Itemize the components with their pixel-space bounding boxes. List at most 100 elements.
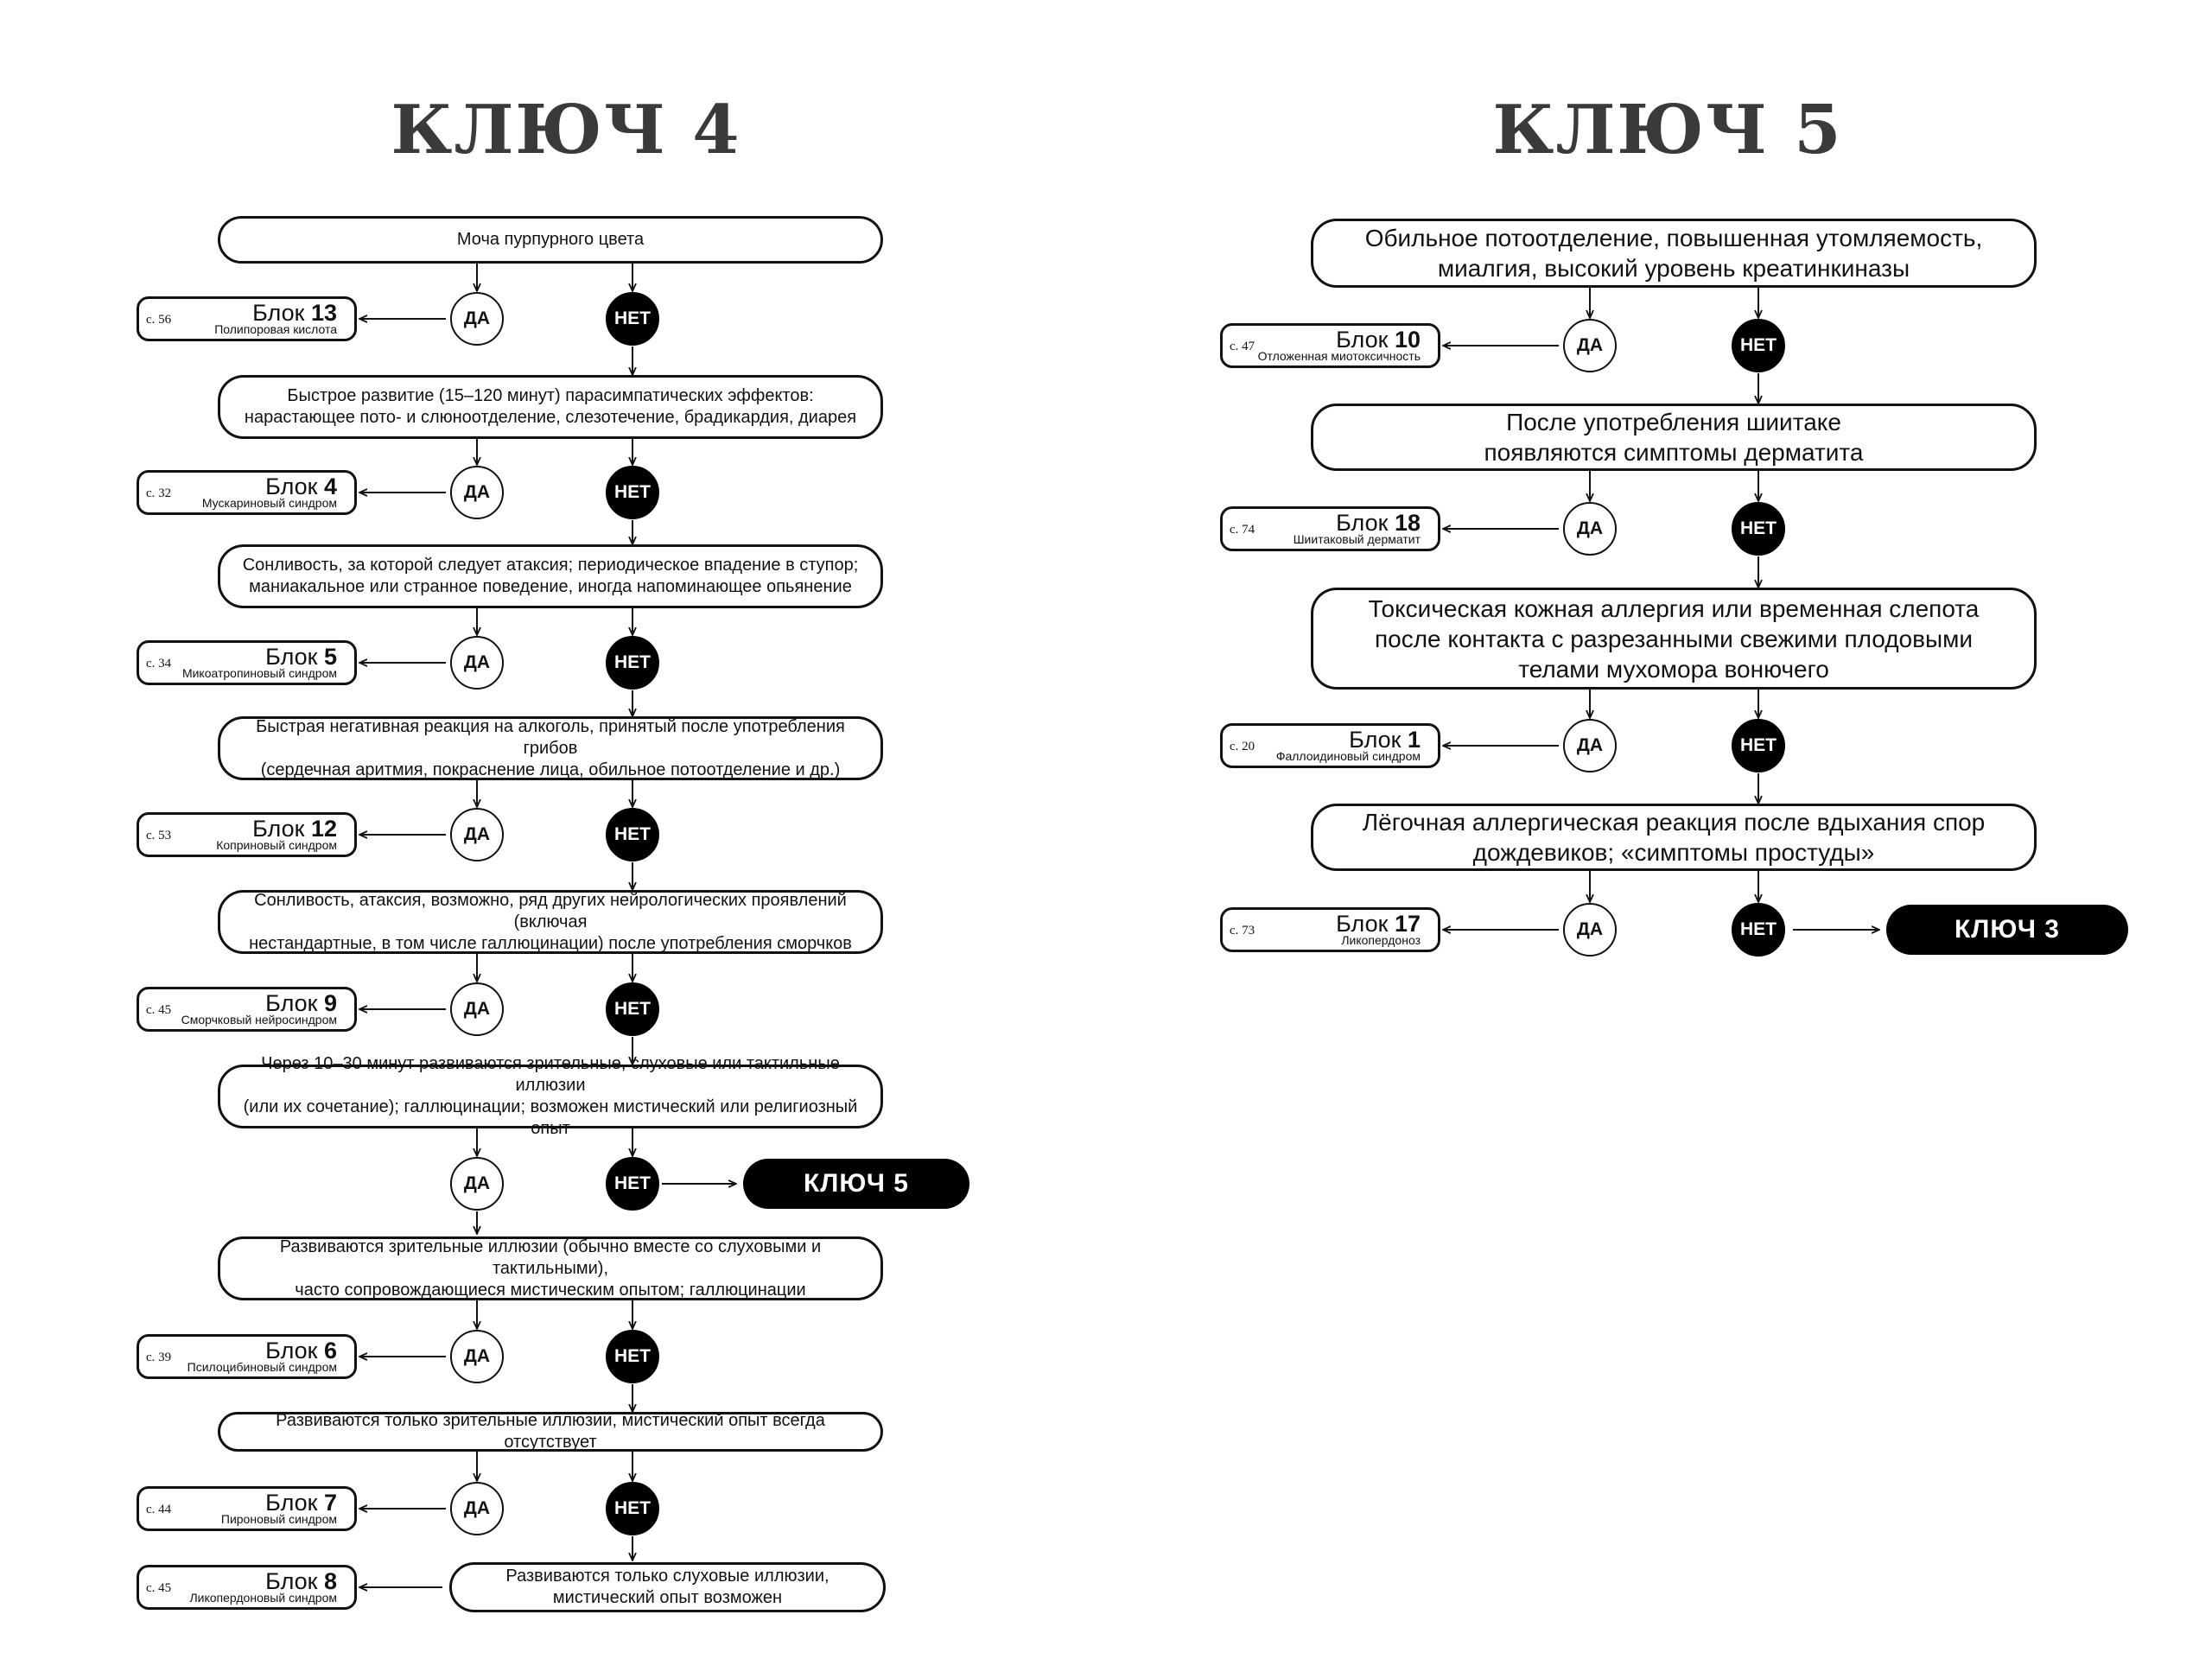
block-label: Блок: [265, 644, 324, 670]
block-title: Блок 8: [265, 1568, 337, 1595]
block-number: 10: [1394, 327, 1421, 353]
block-title: Блок 18: [1336, 510, 1421, 537]
block-number: 13: [310, 300, 337, 326]
block-label: Блок: [265, 474, 324, 499]
block-label: Блок: [1336, 911, 1395, 937]
page-ref: с. 45: [146, 1003, 172, 1017]
block-number: 5: [323, 644, 337, 670]
yes-circle: ДА: [450, 636, 504, 690]
block-syndrome: Шиитаковый дерматит: [1293, 532, 1421, 546]
block-title: Блок 1: [1349, 727, 1421, 753]
page-ref: с. 45: [146, 1581, 172, 1595]
no-circle: НЕТ: [1732, 319, 1785, 372]
block-title: Блок 9: [265, 990, 337, 1017]
block-syndrome: Полипоровая кислота: [214, 322, 337, 336]
question-box: Сонливость, атаксия, возможно, ряд други…: [218, 890, 883, 954]
yes-circle: ДА: [1563, 719, 1617, 772]
block-syndrome: Микоатропиновый синдром: [181, 666, 337, 680]
goto-key-button[interactable]: КЛЮЧ 3: [1886, 905, 2128, 955]
question-text: Через 10–30 минут развиваются зрительные…: [243, 1054, 858, 1138]
question-text: Развиваются зрительные иллюзии (обычно в…: [279, 1236, 822, 1300]
question-box: Через 10–30 минут развиваются зрительные…: [218, 1054, 883, 1138]
question-box: Развиваются только слуховые иллюзии, мис…: [449, 1562, 886, 1612]
no-circle: НЕТ: [606, 1482, 659, 1535]
block-label: Блок: [265, 1490, 324, 1516]
page-ref: с. 20: [1230, 740, 1255, 753]
page-ref: с. 32: [146, 486, 172, 500]
yes-circle: ДА: [1563, 319, 1617, 372]
no-circle: НЕТ: [606, 1330, 659, 1383]
question-box: Развиваются только зрительные иллюзии, м…: [218, 1411, 883, 1452]
yes-circle: ДА: [1563, 502, 1617, 556]
block-syndrome: Отложенная миотоксичность: [1257, 349, 1421, 363]
page-ref: с. 56: [146, 313, 172, 327]
question-text: Токсическая кожная аллергия или временна…: [1368, 594, 1980, 683]
question-text: После употребления шиитаке появляются си…: [1484, 409, 1864, 466]
question-text: Лёгочная аллергическая реакция после вды…: [1362, 809, 1986, 866]
block-number: 17: [1394, 911, 1421, 937]
yes-circle: ДА: [1563, 903, 1617, 957]
no-circle: НЕТ: [606, 982, 659, 1036]
block-number: 4: [323, 474, 337, 499]
question-box: После употребления шиитаке появляются си…: [1311, 404, 2037, 471]
page-ref: с. 74: [1230, 523, 1255, 537]
block-syndrome: Мускариновый синдром: [201, 496, 337, 510]
no-circle: НЕТ: [606, 636, 659, 690]
block-number: 8: [323, 1568, 337, 1594]
block-title: Блок 6: [265, 1338, 337, 1364]
question-box: Токсическая кожная аллергия или временна…: [1311, 588, 2037, 690]
question-box: Лёгочная аллергическая реакция после вды…: [1311, 804, 2037, 871]
block-syndrome: Коприновый синдром: [216, 838, 337, 852]
no-circle: НЕТ: [606, 1157, 659, 1211]
no-circle: НЕТ: [1732, 903, 1785, 957]
block-title: Блок 7: [265, 1490, 337, 1516]
no-circle: НЕТ: [606, 808, 659, 861]
no-circle: НЕТ: [1732, 502, 1785, 556]
page-ref: с. 39: [146, 1351, 172, 1364]
block-number: 12: [310, 816, 337, 842]
key4-title: КЛЮЧ 4: [391, 91, 741, 169]
block-syndrome: Фаллоидиновый синдром: [1275, 749, 1421, 763]
block-number: 6: [323, 1338, 337, 1363]
yes-circle: ДА: [450, 466, 504, 519]
key5-title: КЛЮЧ 5: [1492, 91, 1843, 169]
block-label: Блок: [265, 1338, 324, 1363]
block-syndrome: Сморчковый нейросиндром: [181, 1013, 337, 1027]
page-ref: с. 44: [146, 1503, 172, 1516]
block-label: Блок: [252, 816, 311, 842]
no-circle: НЕТ: [606, 292, 659, 346]
goto-key-button[interactable]: КЛЮЧ 5: [743, 1159, 969, 1209]
block-title: Блок 12: [252, 816, 337, 842]
question-text: Моча пурпурного цвета: [456, 230, 645, 249]
block-syndrome: Пироновый синдром: [220, 1512, 337, 1526]
question-box: Обильное потоотделение, повышенная утомл…: [1311, 219, 2037, 288]
block-label: Блок: [1336, 327, 1395, 353]
page-ref: с. 73: [1230, 924, 1255, 938]
block-number: 1: [1407, 727, 1421, 753]
block-syndrome: Ликопердоновый синдром: [189, 1591, 337, 1605]
block-label: Блок: [1349, 727, 1408, 753]
block-number: 18: [1394, 510, 1421, 536]
yes-circle: ДА: [450, 1157, 504, 1211]
block-number: 7: [323, 1490, 337, 1516]
question-text: Быстрая негативная реакция на алкоголь, …: [256, 716, 845, 779]
block-number: 9: [323, 990, 337, 1016]
block-label: Блок: [265, 1568, 324, 1594]
block-title: Блок 17: [1336, 911, 1421, 938]
question-text: Развиваются только слуховые иллюзии, мис…: [505, 1567, 830, 1607]
page-ref: с. 47: [1230, 340, 1255, 353]
block-syndrome: Ликопердоноз: [1341, 933, 1421, 947]
block-title: Блок 4: [265, 474, 337, 500]
question-text: Сонливость, за которой следует атаксия; …: [242, 556, 859, 596]
question-box: Развиваются зрительные иллюзии (обычно в…: [218, 1236, 883, 1300]
